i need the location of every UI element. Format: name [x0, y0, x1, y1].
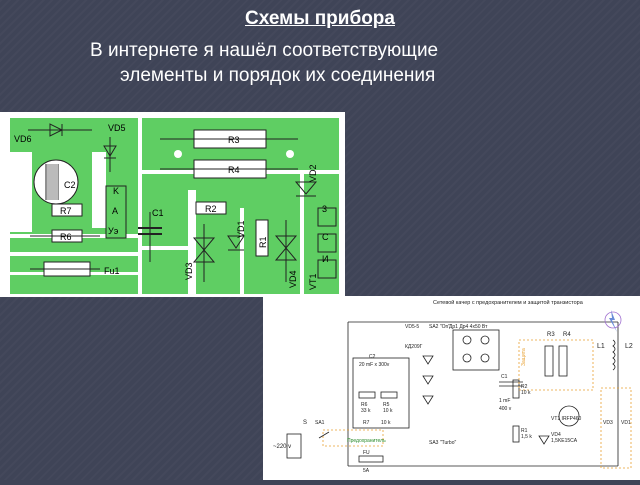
sch-label-r1v: 1,5 k [521, 434, 532, 440]
body-line-2: элементы и порядок их соединения [120, 65, 436, 86]
sch-label-l2: L2 [625, 343, 633, 350]
slide-title: Схемы прибора [245, 8, 395, 29]
sch-label-r6: R6 [361, 402, 368, 408]
label-c: C [322, 232, 329, 242]
sch-label-sa2: SA2 "On" [429, 324, 450, 330]
label-r3: R3 [228, 135, 240, 145]
sch-label-zashita: Защита [521, 348, 527, 366]
sch-label-sa1: SA1 [315, 420, 325, 426]
sch-label-l1: L1 [597, 343, 605, 350]
label-vt1: VT1 [308, 273, 318, 290]
sch-label-c1v: 1 mF [499, 398, 510, 404]
sch-label-r2v: 10 k [521, 390, 531, 396]
sch-label-r2: R2 [521, 384, 528, 390]
sch-label-sa3: SA3 "Turbo" [429, 440, 456, 446]
sch-label-prot: Предохранитель [347, 438, 386, 444]
sch-label-c1: C1 [501, 374, 508, 380]
sch-label-r7: R7 [363, 420, 370, 426]
label-vd6: VD6 [14, 134, 32, 144]
sch-label-vd4v: 1,5KE15CA [551, 438, 578, 444]
sch-label-r6v: 33 k [361, 408, 371, 414]
sch-label-dr: Др1 Др4 4x50 Вт [449, 324, 488, 330]
sch-label-vd3: VD3 [603, 420, 613, 426]
label-i: И [322, 254, 328, 264]
sch-label-r5v: 10 k [383, 408, 393, 414]
label-r4: R4 [228, 165, 240, 175]
sch-label-mains: ~220 v [273, 444, 291, 450]
sch-label-vt1: VT1 IRFP460 [551, 416, 582, 422]
label-fu1: Fu1 [104, 266, 120, 276]
pcb-drawing: VD5 VD6 C2 K A R7 R6 Уэ Fu1 C1 R3 R4 R2 … [10, 118, 339, 294]
label-r6: R6 [60, 232, 72, 242]
label-vd2: VD2 [308, 164, 318, 182]
sch-label-r5: R5 [383, 402, 390, 408]
sch-label-kd: КД209Г [405, 344, 423, 350]
sch-label-r4: R4 [563, 332, 571, 338]
label-vd5: VD5 [108, 123, 126, 133]
label-vd3: VD3 [184, 262, 194, 280]
sch-label-c2: C2 [369, 354, 376, 360]
sch-label-vd5: VD5-5 [405, 324, 419, 330]
sch-label-c1vv: 400 v [499, 406, 512, 412]
label-r7: R7 [60, 206, 72, 216]
sch-label-vd4: VD4 [551, 432, 561, 438]
sch-label-r1: R1 [521, 428, 528, 434]
label-vd1: VD1 [236, 220, 246, 238]
label-c2: C2 [64, 180, 76, 190]
sch-label-fuv: 5A [363, 468, 370, 474]
circuit-schematic-image: Сетевой качер с предохранителем и защито… [263, 296, 640, 480]
label-r1: R1 [258, 236, 268, 248]
schematic-title: Сетевой качер с предохранителем и защито… [433, 299, 584, 306]
label-c1: C1 [152, 208, 164, 218]
label-k: K [113, 186, 119, 196]
label-a: A [112, 206, 118, 216]
label-r2: R2 [205, 204, 217, 214]
sch-label-vd1: VD1 [621, 420, 631, 426]
sch-label-c2v: 20 mF x 300v [359, 362, 390, 368]
pcb-layout-image: VD5 VD6 C2 K A R7 R6 Уэ Fu1 C1 R3 R4 R2 … [0, 112, 345, 297]
sch-label-s: S [303, 420, 307, 426]
label-3: 3 [322, 204, 327, 214]
sch-label-r7v: 10 k [381, 420, 391, 426]
label-ue: Уэ [108, 226, 119, 236]
slide-body-text: В интернете я нашёл соответствующие элем… [90, 38, 590, 88]
body-line-1: В интернете я нашёл соответствующие [90, 40, 439, 61]
sch-label-r3: R3 [547, 332, 555, 338]
label-vd4: VD4 [288, 270, 298, 288]
sch-label-fu: FU [363, 450, 370, 456]
schematic-drawing: Сетевой качер с предохранителем и защито… [273, 299, 633, 474]
